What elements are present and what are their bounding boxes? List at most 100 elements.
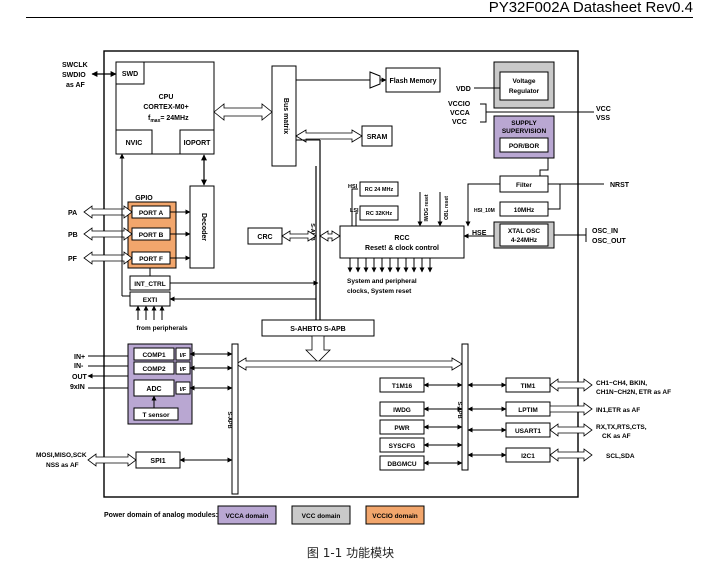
rcc-label: RCC (394, 235, 409, 242)
usart-io-label-1: RX,TX,RTS,CTS, (596, 424, 647, 431)
tim1-label: TIM1 (521, 383, 536, 390)
crc-bus-arrow (281, 230, 317, 242)
tsensor-label: T sensor (142, 412, 170, 419)
rc32-label: RC 32KHz (366, 211, 393, 217)
crc-label: CRC (257, 234, 272, 241)
sram-label: SRAM (367, 134, 388, 141)
rc24-label: RC 24 MHz (365, 187, 394, 193)
vcc-right-label: VCC (596, 106, 611, 113)
filter-rcc-line (465, 183, 500, 227)
tim16-label: T1M16 (392, 383, 413, 390)
tim1-io-label-2: CH1N~CH2N, ETR as AF (596, 389, 671, 396)
cortex-label: CORTEX-M0+ (143, 104, 188, 111)
fmax-label: fmax= 24MHz (148, 115, 189, 124)
chip-boundary (103, 50, 579, 498)
bus-rcc-arrow (319, 230, 341, 242)
in-minus-label: IN- (74, 363, 84, 370)
voltage-label: Voltage (513, 78, 536, 85)
hse-label: HSE (472, 230, 487, 237)
spi1-label: SPI1 (150, 458, 165, 465)
swdio-label: SWDIO (62, 72, 86, 79)
tim1-io-arrow (549, 378, 593, 392)
bus-flash-mux (369, 71, 381, 89)
ioport-block (179, 129, 215, 155)
apb-bus-arrow (235, 357, 463, 371)
lptim-io-arrow (549, 402, 593, 416)
spi-io-label-2: NSS as AF (46, 462, 79, 469)
lsi-label: LSI (350, 208, 359, 214)
if1-label: I/F (180, 353, 187, 359)
legend-vcc-label: VCC domain (302, 513, 341, 520)
usart1-label: USART1 (515, 428, 541, 435)
supply-label: SUPPLY (511, 120, 537, 127)
sahb-vertical-label: S-AHB (309, 223, 315, 240)
por-bor-block (499, 137, 549, 153)
osc-in-label: OSC_IN (592, 228, 618, 235)
spi-io-label-1: MOSI,MISO,SCK (36, 452, 87, 459)
legend-vccio-label: VCCIO domain (372, 513, 418, 520)
dbgmcu-label: DBGMCU (387, 461, 417, 468)
rc24-block (359, 181, 399, 197)
rc32-block (359, 205, 399, 221)
vccio-label: VCCIO (448, 101, 471, 108)
header-rule (26, 17, 693, 18)
bridge-down-arrow (305, 335, 331, 363)
nvic-label: NVIC (126, 140, 143, 147)
usart1-io-arrow (549, 423, 593, 437)
i2c-io-label: SCL,SDA (606, 453, 635, 460)
iwdg-label: IWDG (393, 407, 411, 414)
pwr-label: PWR (394, 425, 409, 432)
figure-caption: 图 1-1 功能模块 (306, 546, 395, 560)
regulator-label: Regulator (509, 88, 540, 95)
mhz10-label: 10MHz (514, 207, 535, 214)
port-f-label: PORT F (139, 256, 163, 263)
supervision-label: SUPERVISION (502, 128, 547, 135)
decoder-label: Decoder (200, 213, 207, 241)
pb-arrow (83, 227, 133, 241)
mhz10-filter-line (548, 184, 561, 210)
int-ctrl-label: INT_CTRL (134, 281, 165, 288)
por-filter-line (539, 158, 549, 176)
pa-label: PA (68, 210, 77, 217)
cpu-label: CPU (159, 94, 174, 101)
spi-io-arrow (87, 453, 137, 467)
hsi-label: HSI (348, 184, 358, 190)
power-domain-label: Power domain of analog modules: (104, 512, 218, 519)
legend-vcca-label: VCCA domain (225, 513, 268, 520)
out-label: OUT (72, 374, 88, 381)
adc-label: ADC (146, 386, 161, 393)
swclk-label: SWCLK (62, 62, 88, 69)
rcc-sub-label: Reset! & clock control (365, 245, 439, 252)
lptim-label: LPTIM (518, 407, 538, 414)
comp1-label: COMP1 (142, 352, 166, 359)
osc-out-label: OSC_OUT (592, 238, 627, 245)
document-header-title: PY32F002A Datasheet Rev0.4 (488, 0, 693, 16)
i2c1-io-arrow (549, 448, 593, 462)
xtal-freq-label: 4-24MHz (511, 237, 538, 244)
cpu-bus-arrow (213, 103, 273, 121)
rc24-rcc-line (351, 188, 358, 226)
por-bor-label: POR/BOR (509, 143, 540, 150)
decoder-block (189, 185, 215, 269)
comp2-block (133, 361, 175, 375)
rc32-rcc-line (355, 212, 358, 226)
vcca-label: VCCA (450, 110, 470, 117)
swd-label: SWD (122, 71, 138, 78)
pb-label: PB (68, 232, 78, 239)
nvic-block (115, 129, 153, 155)
usart-io-label-2: CK as AF (602, 433, 631, 440)
filter-label: Filter (516, 182, 532, 189)
bus-matrix-label: Bus matrix (282, 98, 289, 134)
power-rail-bracket (480, 103, 594, 123)
sapb-left-label: S-APB (226, 411, 232, 428)
hsi10-label: HSI_10M (474, 208, 495, 214)
exti-label: EXTI (143, 297, 158, 304)
vdd-label: VDD (456, 86, 471, 93)
xin-label: 9xIN (70, 384, 85, 391)
syscfg-label: SYSCFG (389, 443, 416, 450)
from-peripherals-label: from peripherals (136, 325, 188, 332)
pf-label: PF (68, 256, 78, 263)
comp2-label: COMP2 (142, 366, 166, 373)
vcc-label: VCC (452, 119, 467, 126)
